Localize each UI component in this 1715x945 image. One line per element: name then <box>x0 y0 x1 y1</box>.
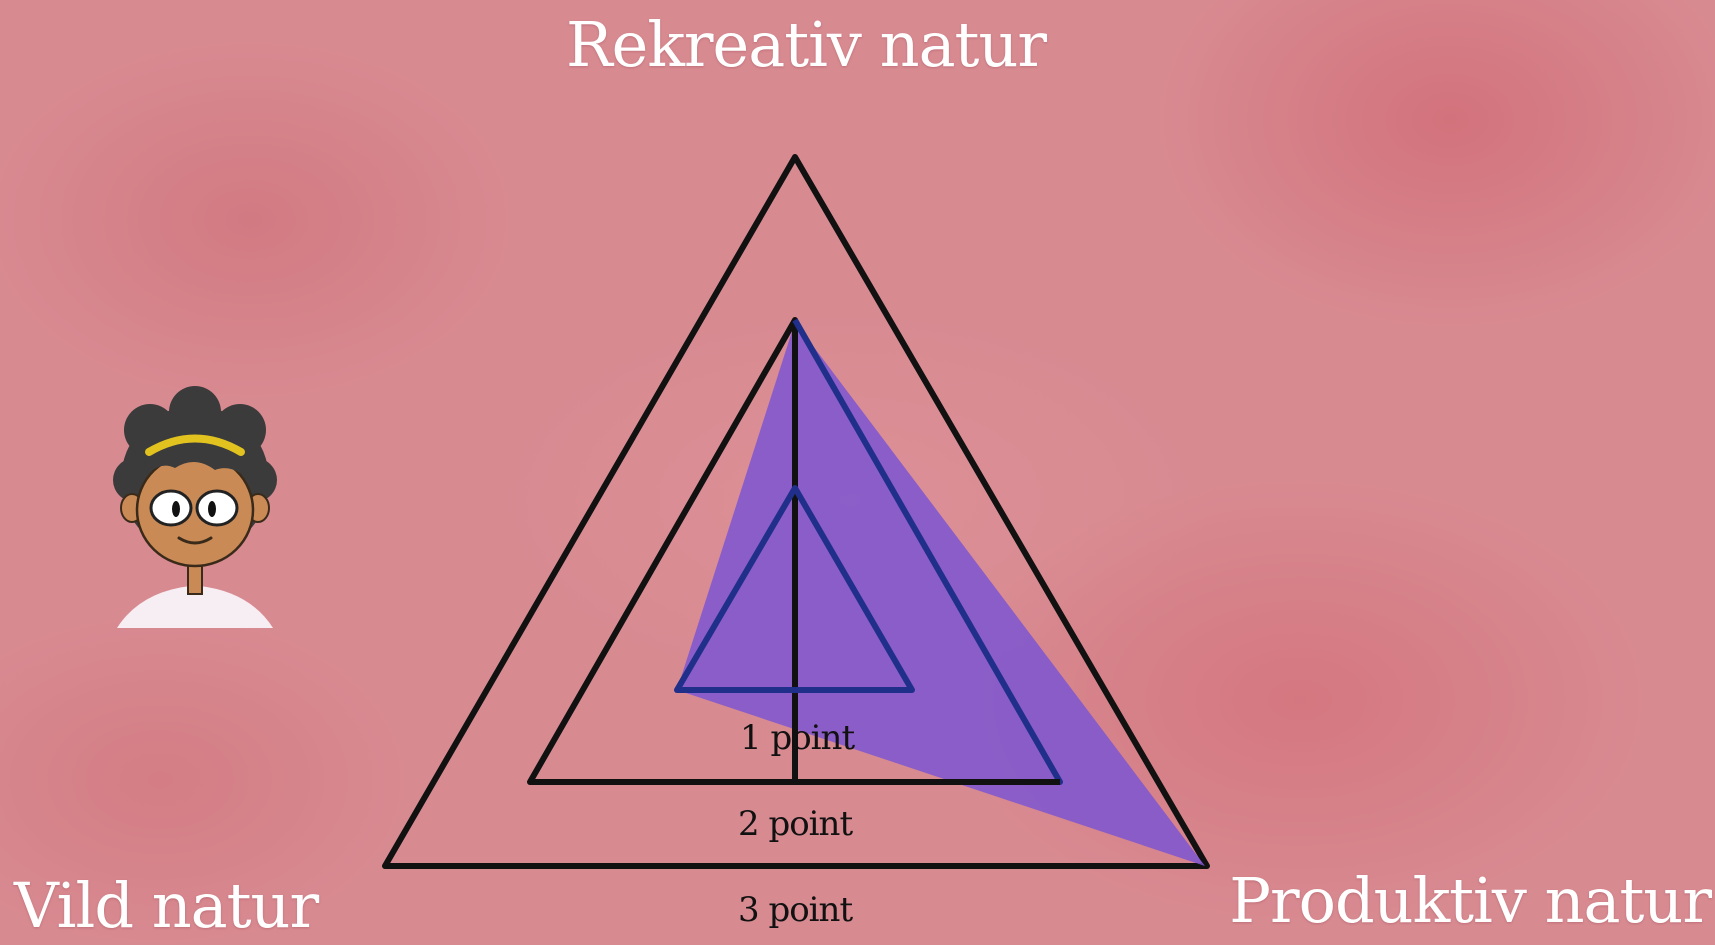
label-produktiv-natur: Produktiv natur <box>1229 870 1711 932</box>
level-label-3: 3 point <box>738 890 852 930</box>
level-label-1: 1 point <box>740 718 854 758</box>
girl-avatar-icon <box>113 386 277 628</box>
label-rekreativ-natur: Rekreativ natur <box>0 14 1612 76</box>
label-vild-natur: Vild natur <box>14 875 318 937</box>
level-label-2: 2 point <box>738 804 852 844</box>
